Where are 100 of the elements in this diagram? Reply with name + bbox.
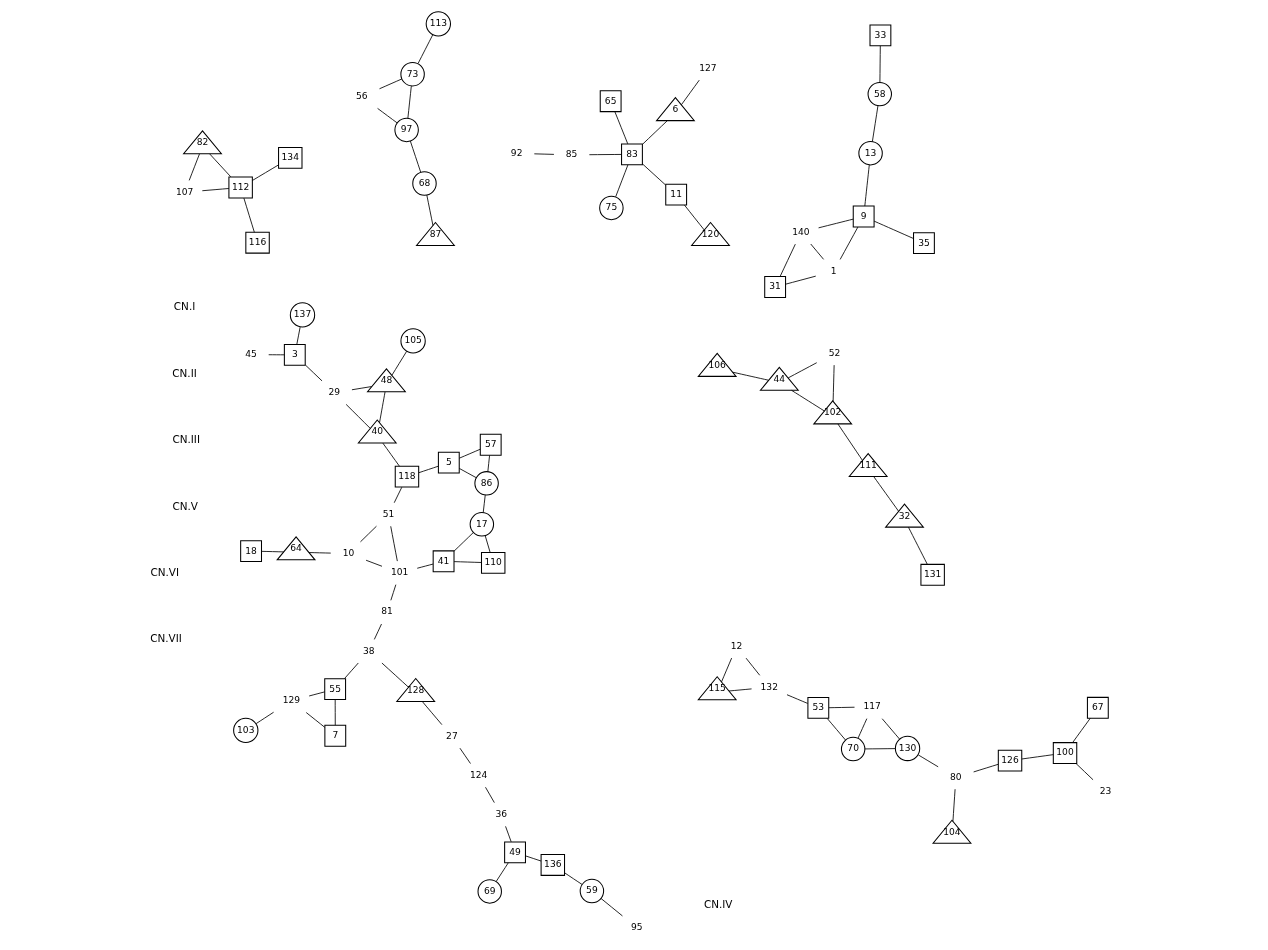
connector — [839, 226, 859, 260]
label: CN.VII — [150, 631, 182, 644]
node-circle: 70 — [840, 736, 866, 761]
node-text: 56 — [355, 90, 368, 101]
connector — [881, 717, 900, 739]
connector — [864, 164, 870, 206]
connector — [779, 243, 796, 277]
connector — [680, 79, 700, 105]
connector — [373, 623, 382, 640]
connector — [305, 711, 326, 728]
node-text: 127 — [699, 62, 717, 73]
node-text: 29 — [328, 386, 341, 397]
connector — [379, 391, 386, 423]
node-box: 7 — [324, 724, 347, 747]
connector — [345, 403, 371, 429]
node-box: 126 — [997, 749, 1023, 772]
connector — [416, 563, 434, 569]
connector — [642, 119, 668, 145]
label: CN.VI — [150, 565, 179, 578]
node-box: 118 — [394, 465, 420, 488]
node-box: 110 — [481, 551, 506, 574]
connector — [745, 657, 761, 676]
connector — [393, 486, 403, 503]
connector — [721, 657, 733, 682]
connector — [588, 153, 622, 155]
node-box: 33 — [869, 24, 892, 46]
connector — [837, 423, 863, 461]
connector — [642, 162, 666, 185]
node-box: 11 — [665, 183, 688, 206]
connector — [871, 104, 879, 142]
connector — [351, 385, 373, 390]
node-box: 83 — [621, 142, 643, 165]
connector — [308, 691, 325, 696]
connector — [421, 700, 443, 725]
node-text: 85 — [565, 148, 578, 159]
connector — [879, 44, 881, 83]
connector — [787, 361, 818, 378]
node-circle: 105 — [400, 327, 426, 354]
node-text: 38 — [363, 645, 375, 656]
connector — [615, 164, 629, 197]
connector — [458, 448, 481, 459]
connector — [525, 854, 542, 861]
node-text: 81 — [381, 605, 393, 616]
node-text: 117 — [863, 700, 881, 711]
node-box: 5 — [437, 451, 460, 474]
node-box: 18 — [240, 539, 262, 562]
connector — [453, 560, 482, 563]
label: CN.III — [172, 432, 200, 445]
connector — [1072, 717, 1091, 743]
node-circle: 103 — [233, 717, 259, 743]
node-circle: 13 — [858, 140, 883, 165]
node-box: 3 — [283, 343, 306, 366]
connector — [251, 164, 279, 181]
node-box: 112 — [228, 176, 253, 198]
connector — [377, 107, 398, 123]
connector — [818, 218, 854, 228]
connector — [407, 85, 412, 119]
connector — [614, 110, 629, 144]
connector — [243, 197, 255, 233]
node-text: 80 — [950, 771, 962, 782]
connector — [188, 153, 200, 181]
node-box: 100 — [1052, 741, 1078, 764]
node-text: 132 — [760, 681, 778, 692]
label: CN.I — [173, 299, 196, 312]
node-box: 134 — [278, 146, 303, 169]
node-circle: 113 — [425, 10, 451, 37]
node-text: 124 — [470, 769, 488, 780]
connector — [600, 897, 623, 916]
connector — [201, 187, 230, 191]
node-box: 53 — [807, 696, 830, 719]
connector — [786, 693, 809, 704]
node-text: 12 — [730, 640, 743, 651]
node-box: 31 — [764, 275, 787, 298]
node-text: 1 — [830, 265, 837, 276]
node-circle: 97 — [394, 117, 419, 142]
connector — [255, 711, 275, 724]
connector — [1021, 753, 1054, 759]
connector — [381, 662, 409, 688]
connector — [810, 243, 825, 260]
label: CN.V — [172, 499, 198, 512]
connector — [482, 494, 486, 513]
node-text: 140 — [792, 226, 810, 237]
connector — [304, 364, 323, 381]
connector — [296, 326, 301, 345]
connector — [379, 78, 403, 89]
node-text: 36 — [495, 808, 508, 819]
node-circle: 58 — [867, 81, 892, 106]
connector — [458, 467, 477, 478]
connector — [828, 706, 855, 708]
connector — [426, 194, 434, 226]
connector — [1075, 762, 1094, 780]
connector — [418, 465, 439, 473]
connector — [505, 825, 512, 842]
node-circle: 68 — [412, 170, 437, 196]
connector — [382, 442, 400, 467]
connector — [344, 662, 359, 679]
connector — [785, 275, 817, 285]
node-text: 95 — [631, 921, 643, 932]
connector — [391, 350, 408, 376]
connector — [791, 389, 825, 411]
